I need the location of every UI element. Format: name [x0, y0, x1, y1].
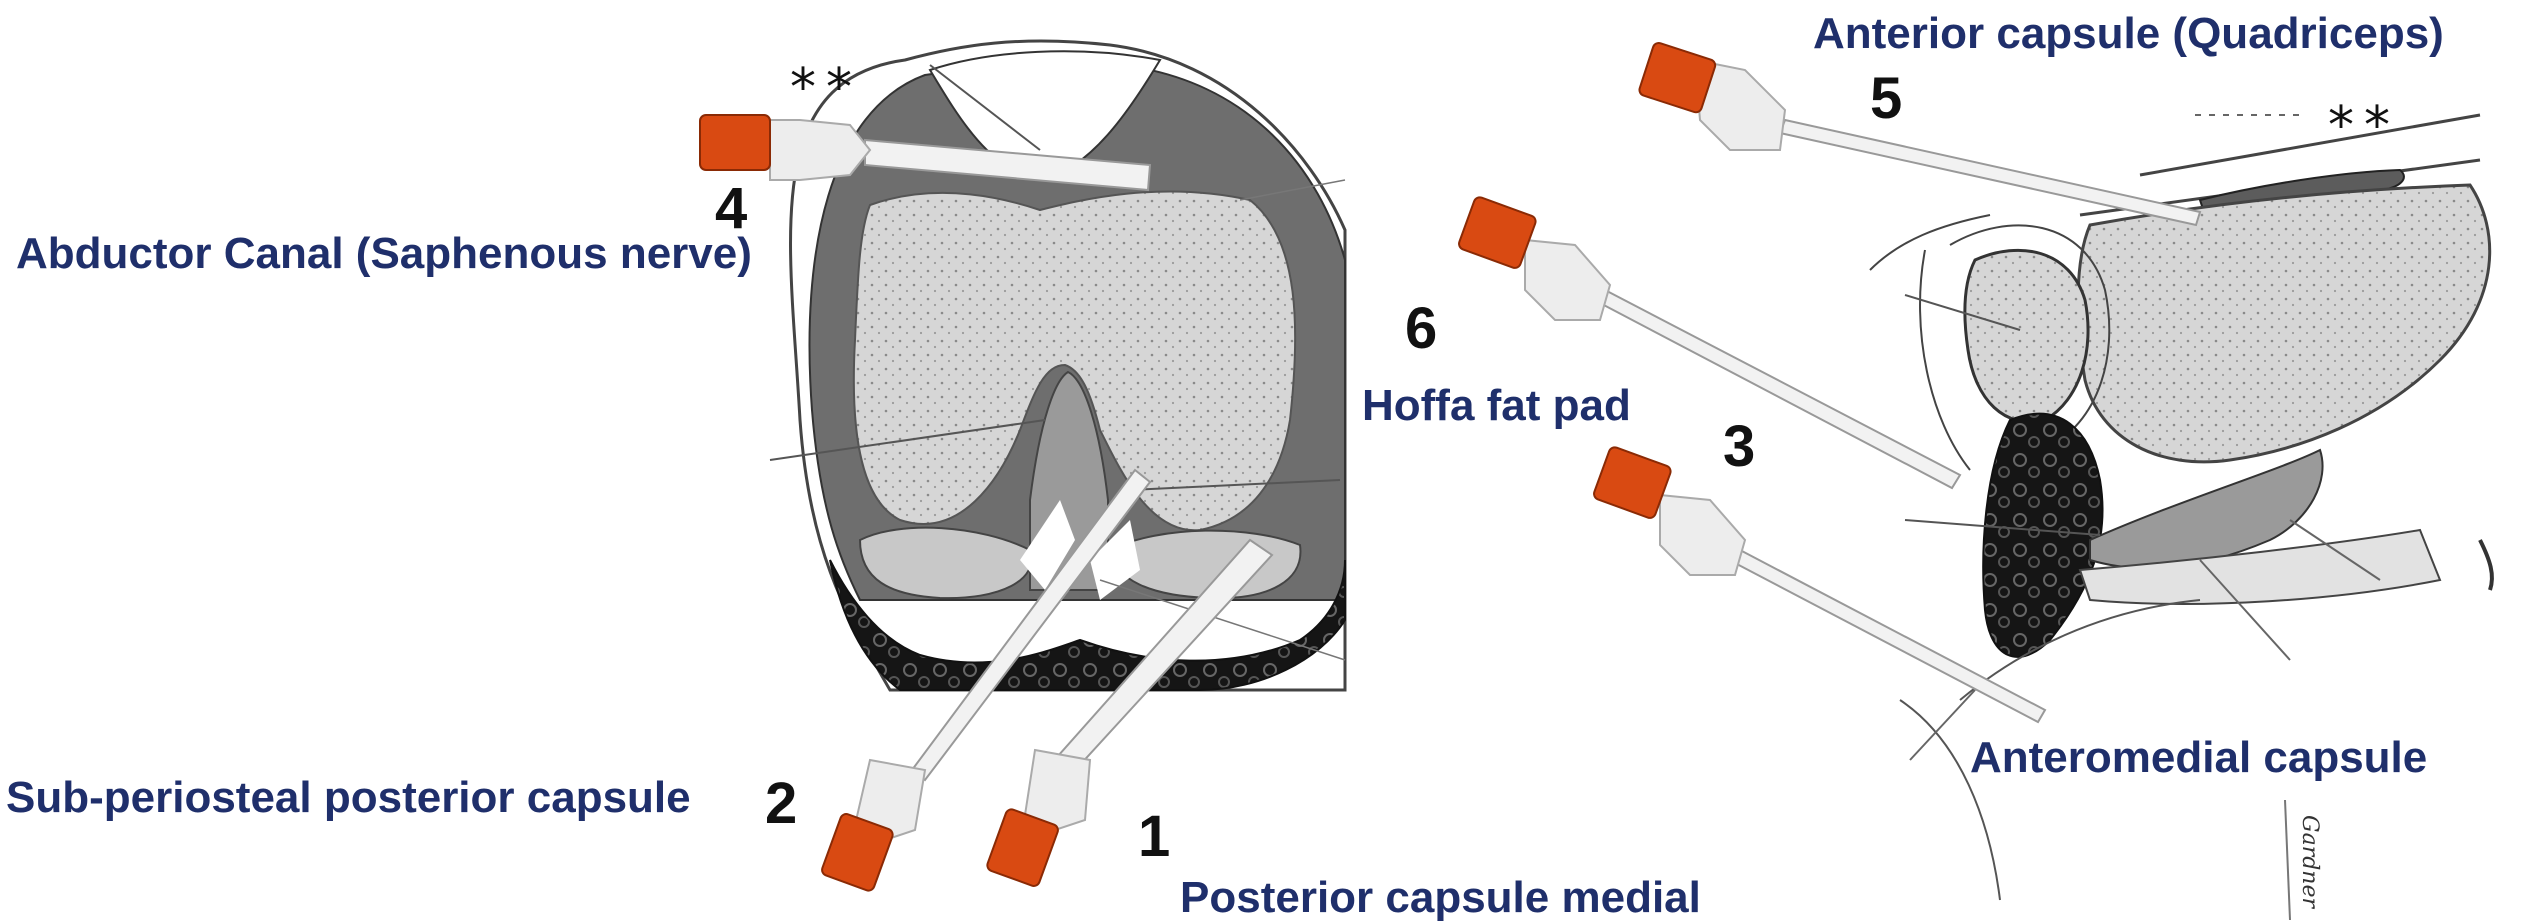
- needle-5: [1638, 41, 2200, 225]
- number-5: 5: [1870, 70, 1902, 128]
- label-posterior-capsule-medial: Posterior capsule medial: [1180, 876, 1701, 920]
- patella: [1965, 250, 2088, 422]
- stars-right: **: [2328, 100, 2400, 152]
- number-3: 3: [1723, 418, 1755, 476]
- femur-condyle: [2078, 185, 2490, 462]
- label-anterior-capsule: Anterior capsule (Quadriceps): [1813, 12, 2444, 56]
- artist-signature: Gardner: [2297, 815, 2322, 908]
- number-2: 2: [765, 775, 797, 833]
- label-abductor-canal: Abductor Canal (Saphenous nerve): [16, 232, 752, 276]
- needle-6: [1457, 196, 1960, 488]
- needle-3: [1592, 446, 2045, 722]
- label-sub-periosteal: Sub-periosteal posterior capsule: [6, 776, 691, 820]
- label-hoffa-fat-pad: Hoffa fat pad: [1362, 384, 1631, 428]
- number-1: 1: [1138, 808, 1170, 866]
- number-6: 6: [1405, 300, 1437, 358]
- stars-left: **: [790, 62, 862, 114]
- hoffa-fat-pad: [1983, 414, 2102, 657]
- label-anteromedial-capsule: Anteromedial capsule: [1970, 736, 2427, 780]
- right-knee-illustration: [1870, 115, 2492, 920]
